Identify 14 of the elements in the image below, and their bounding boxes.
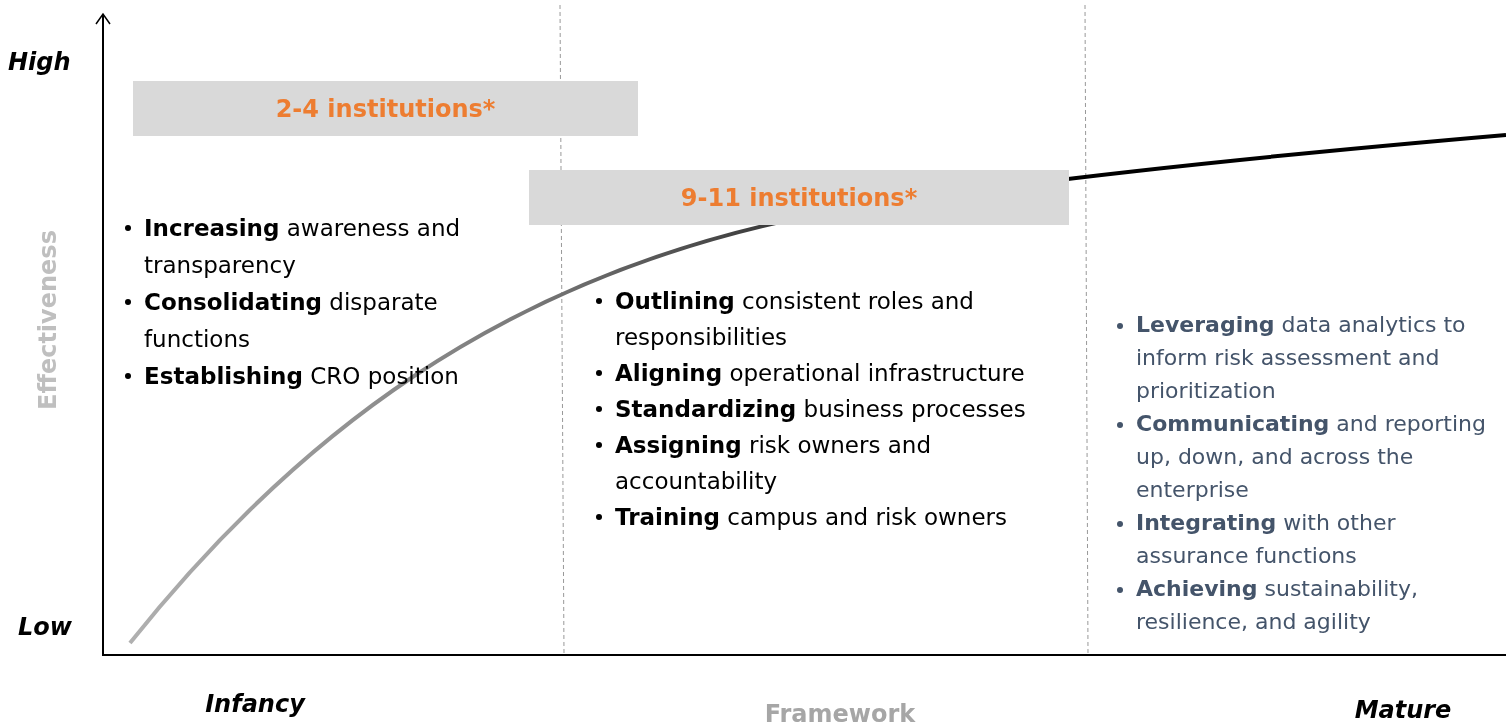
stage-label: Mature [1353, 695, 1453, 723]
axis-title: Effectiveness [33, 229, 63, 412]
bullet-item: Establishing CRO position [144, 363, 459, 389]
bullet-item: Consolidating disparate functions [144, 289, 438, 352]
axis-label: High [8, 47, 71, 78]
bullet-item: Standardizing business processes [615, 396, 1026, 422]
institutions-bar: 9-11 institutions* [529, 170, 1069, 225]
institutions-bar: 2-4 institutions* [133, 81, 638, 136]
bullet-item: Achieving sustainability, resilience, and agility [1136, 576, 1418, 634]
bullet-item: Aligning operational infrastructure [615, 360, 1025, 386]
axis-label: Low [18, 612, 72, 643]
stage-label: Infancy [204, 689, 307, 720]
bullet-item: Training campus and risk owners [615, 504, 1008, 530]
stage-label: Framework [763, 699, 917, 723]
